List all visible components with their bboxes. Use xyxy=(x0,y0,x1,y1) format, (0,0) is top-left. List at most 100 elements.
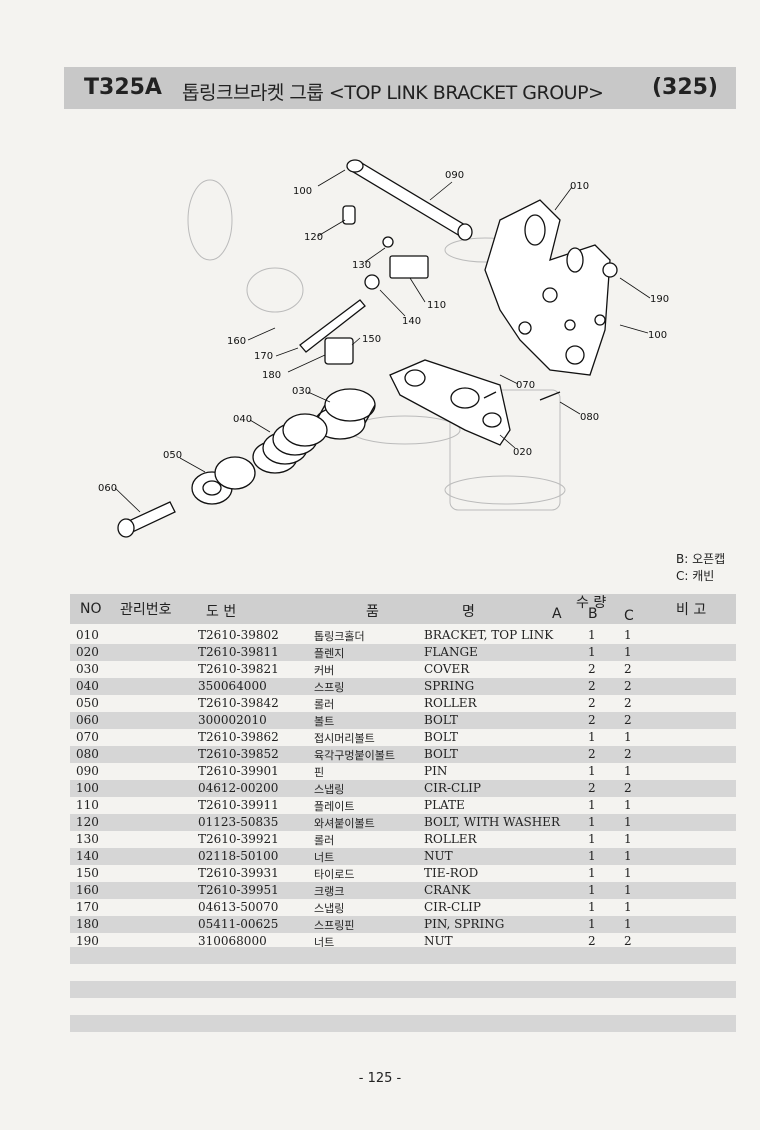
english-name: BRACKET, TOP LINK xyxy=(424,628,554,642)
qty-c: 2 xyxy=(624,934,632,948)
qty-b: 2 xyxy=(588,934,596,948)
callout-label: 100 xyxy=(648,330,667,341)
row-number: 150 xyxy=(76,866,99,880)
callout-label: 110 xyxy=(427,300,446,311)
korean-name: 접시머리볼트 xyxy=(314,732,375,745)
part-number: T2610-39901 xyxy=(198,764,279,778)
callout-label: 130 xyxy=(352,260,371,271)
qty-c: 1 xyxy=(624,628,632,642)
english-name: CIR-CLIP xyxy=(424,781,481,795)
row-number: 110 xyxy=(76,798,99,812)
part-number: 01123-50835 xyxy=(198,815,279,829)
col-c: C xyxy=(624,608,634,624)
qty-b: 1 xyxy=(588,628,596,642)
english-name: PIN, SPRING xyxy=(424,917,505,931)
col-a: A xyxy=(552,606,562,622)
callout-label: 040 xyxy=(233,414,252,425)
part-number: 04612-00200 xyxy=(198,781,279,795)
table-header: NO 관리번호 도 번 품 명 수 량 A B C 비 고 xyxy=(70,594,736,624)
part-number: T2610-39931 xyxy=(198,866,279,880)
callout-label: 100 xyxy=(293,186,312,197)
col-qty: 수 량 xyxy=(576,595,607,611)
english-name: PLATE xyxy=(424,798,465,812)
callout-label: 080 xyxy=(580,412,599,423)
korean-name: 핀 xyxy=(314,766,325,779)
row-number: 170 xyxy=(76,900,99,914)
callout-label: 170 xyxy=(254,351,273,362)
english-name: FLANGE xyxy=(424,645,478,659)
qty-c: 1 xyxy=(624,730,632,744)
empty-row xyxy=(70,981,736,998)
row-number: 140 xyxy=(76,849,99,863)
korean-name: 크랭크 xyxy=(314,885,345,898)
col-name-2: 명 xyxy=(462,604,475,620)
row-number: 060 xyxy=(76,713,99,727)
section-code: T325A xyxy=(84,75,162,100)
korean-name: 스냅링 xyxy=(314,783,345,796)
qty-b: 1 xyxy=(588,883,596,897)
korean-name: 스프링핀 xyxy=(314,919,355,932)
qty-b: 1 xyxy=(588,832,596,846)
qty-b: 1 xyxy=(588,900,596,914)
empty-row xyxy=(70,947,736,964)
qty-b: 2 xyxy=(588,747,596,761)
part-number: T2610-39852 xyxy=(198,747,279,761)
qty-c: 1 xyxy=(624,815,632,829)
row-number: 190 xyxy=(76,934,99,948)
qty-c: 1 xyxy=(624,917,632,931)
qty-b: 1 xyxy=(588,917,596,931)
callout-label: 070 xyxy=(516,380,535,391)
qty-c: 2 xyxy=(624,781,632,795)
english-name: ROLLER xyxy=(424,832,477,846)
part-number: 02118-50100 xyxy=(198,849,279,863)
korean-name: 너트 xyxy=(314,936,335,949)
part-number: T2610-39802 xyxy=(198,628,279,642)
row-number: 010 xyxy=(76,628,99,642)
qty-b: 2 xyxy=(588,781,596,795)
callout-label: 190 xyxy=(650,294,669,305)
legend-b: B: 오픈캡 xyxy=(676,552,726,566)
english-name: BOLT xyxy=(424,713,458,727)
row-number: 070 xyxy=(76,730,99,744)
callout-label: 150 xyxy=(362,334,381,345)
row-number: 160 xyxy=(76,883,99,897)
callout-label: 090 xyxy=(445,170,464,181)
empty-row xyxy=(70,1015,736,1032)
part-number: 300002010 xyxy=(198,713,267,727)
part-number: T2610-39821 xyxy=(198,662,279,676)
row-number: 120 xyxy=(76,815,99,829)
callout-label: 050 xyxy=(163,450,182,461)
qty-b: 2 xyxy=(588,662,596,676)
callout-label: 030 xyxy=(292,386,311,397)
qty-b: 1 xyxy=(588,798,596,812)
crank-part xyxy=(324,337,354,365)
english-name: CIR-CLIP xyxy=(424,900,481,914)
qty-c: 2 xyxy=(624,747,632,761)
korean-name: 볼트 xyxy=(314,715,335,728)
row-number: 090 xyxy=(76,764,99,778)
row-number: 130 xyxy=(76,832,99,846)
part-number: T2610-39921 xyxy=(198,832,279,846)
callout-label: 180 xyxy=(262,370,281,381)
part-number: 05411-00625 xyxy=(198,917,279,931)
part-number: 350064000 xyxy=(198,679,267,693)
qty-c: 2 xyxy=(624,679,632,693)
qty-c: 2 xyxy=(624,662,632,676)
korean-name: 플레이트 xyxy=(314,800,355,813)
spring-part xyxy=(252,413,328,474)
english-name: CRANK xyxy=(424,883,471,897)
qty-b: 2 xyxy=(588,696,596,710)
bracket-part xyxy=(484,199,611,376)
